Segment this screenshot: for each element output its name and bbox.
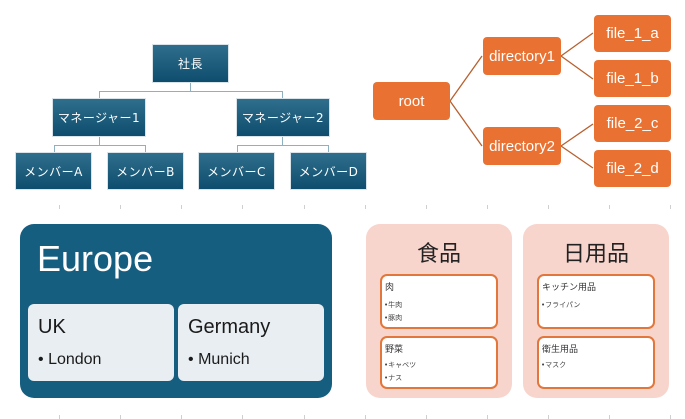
city-list-item: • Munich bbox=[188, 351, 250, 369]
ruler-tick bbox=[426, 205, 427, 209]
ruler-tick bbox=[181, 415, 182, 419]
org-connector bbox=[99, 137, 100, 146]
org-connector bbox=[282, 91, 283, 99]
tree-connector bbox=[560, 55, 594, 80]
tree-node-directory1[interactable]: directory1 bbox=[483, 37, 561, 75]
subcategory-item: •豚肉 bbox=[384, 314, 403, 322]
org-connector bbox=[99, 91, 283, 92]
tree-node-root[interactable]: root bbox=[373, 82, 450, 120]
tree-node-label: directory2 bbox=[489, 137, 555, 155]
category-card-daily-goods[interactable]: 日用品 キッチン用品 •フライパン 衛生用品 •マスク bbox=[523, 224, 669, 398]
tree-node-label: root bbox=[398, 92, 425, 110]
org-node-label: メンバーD bbox=[298, 164, 359, 179]
tree-connector bbox=[560, 123, 594, 147]
city-name: Munich bbox=[198, 351, 250, 368]
ruler-tick bbox=[120, 205, 121, 209]
ruler-tick bbox=[426, 415, 427, 419]
org-connector bbox=[282, 137, 283, 146]
org-connector bbox=[54, 145, 55, 152]
tree-node-file-1-b[interactable]: file_1_b bbox=[594, 60, 671, 97]
ruler-tick bbox=[487, 205, 488, 209]
org-connector bbox=[54, 145, 146, 146]
ruler-tick bbox=[365, 415, 366, 419]
tree-node-file-2-c[interactable]: file_2_c bbox=[594, 105, 671, 142]
category-card-food[interactable]: 食品 肉 •牛肉 •豚肉 野菜 •キャベツ •ナス bbox=[366, 224, 512, 398]
subcategory-title: 野菜 bbox=[385, 345, 404, 355]
org-node-label: メンバーA bbox=[24, 164, 83, 179]
org-connector bbox=[328, 145, 329, 152]
ruler-tick bbox=[242, 415, 243, 419]
tree-node-label: file_1_a bbox=[606, 25, 659, 42]
city-list-item: • London bbox=[38, 351, 101, 369]
city-name: London bbox=[48, 351, 102, 368]
tree-connector bbox=[449, 55, 483, 102]
tree-connector bbox=[449, 100, 483, 147]
ruler-tick bbox=[59, 205, 60, 209]
subcategory-title: 肉 bbox=[385, 283, 395, 293]
subcategory-title: 衛生用品 bbox=[542, 345, 579, 355]
org-node-president[interactable]: 社長 bbox=[152, 44, 229, 83]
org-node-label: メンバーB bbox=[116, 164, 175, 179]
org-connector bbox=[99, 91, 100, 99]
category-title: 日用品 bbox=[562, 242, 629, 267]
org-node-label: マネージャー1 bbox=[57, 111, 141, 125]
bullet-icon: • bbox=[188, 351, 194, 368]
tree-connectors bbox=[449, 32, 594, 169]
org-connector bbox=[145, 145, 146, 152]
ruler-tick bbox=[670, 415, 671, 419]
ruler-tick bbox=[609, 205, 610, 209]
category-title: 食品 bbox=[416, 242, 461, 267]
ruler-tick bbox=[304, 205, 305, 209]
tree-node-directory2[interactable]: directory2 bbox=[483, 127, 561, 165]
org-node-member-d[interactable]: メンバーD bbox=[290, 152, 367, 190]
ruler-tick bbox=[181, 205, 182, 209]
subcategory-item: •キャベツ bbox=[384, 361, 417, 369]
org-node-label: 社長 bbox=[177, 57, 203, 71]
org-node-member-c[interactable]: メンバーC bbox=[198, 152, 275, 190]
subcategory-box-kitchen[interactable]: キッチン用品 •フライパン bbox=[537, 274, 655, 329]
tree-node-label: file_2_c bbox=[606, 115, 659, 132]
ruler-tick bbox=[304, 415, 305, 419]
country-card-uk[interactable]: UK • London bbox=[28, 304, 174, 381]
tree-node-file-1-a[interactable]: file_1_a bbox=[594, 15, 671, 52]
ruler-tick bbox=[365, 205, 366, 209]
tree-connector bbox=[560, 32, 594, 57]
subcategory-item: •牛肉 bbox=[384, 301, 403, 309]
ruler-tick bbox=[242, 205, 243, 209]
org-connector bbox=[190, 83, 191, 92]
org-node-manager-1[interactable]: マネージャー1 bbox=[52, 98, 146, 137]
tree-node-label: file_2_d bbox=[606, 160, 659, 177]
subcategory-item: •ナス bbox=[384, 374, 403, 382]
country-name: Germany bbox=[188, 316, 271, 338]
europe-card[interactable]: Europe UK • London Germany • Munich bbox=[20, 224, 332, 398]
subcategory-title: キッチン用品 bbox=[542, 283, 597, 293]
tree-node-file-2-d[interactable]: file_2_d bbox=[594, 150, 671, 187]
subcategory-box-vegetables[interactable]: 野菜 •キャベツ •ナス bbox=[380, 336, 498, 389]
org-connector bbox=[237, 145, 238, 152]
ruler-tick bbox=[487, 415, 488, 419]
org-node-manager-2[interactable]: マネージャー2 bbox=[236, 98, 330, 137]
ruler-tick bbox=[120, 415, 121, 419]
country-name: UK bbox=[38, 316, 66, 338]
org-connector bbox=[237, 145, 329, 146]
bullet-icon: • bbox=[38, 351, 44, 368]
ruler-tick bbox=[670, 205, 671, 209]
country-card-germany[interactable]: Germany • Munich bbox=[178, 304, 324, 381]
tree-node-label: directory1 bbox=[489, 47, 555, 65]
ruler-tick bbox=[548, 205, 549, 209]
subcategory-item: •マスク bbox=[541, 361, 567, 369]
subcategory-box-meat[interactable]: 肉 •牛肉 •豚肉 bbox=[380, 274, 498, 329]
org-node-member-a[interactable]: メンバーA bbox=[15, 152, 92, 190]
subcategory-item: •フライパン bbox=[541, 301, 581, 309]
ruler-tick bbox=[609, 415, 610, 419]
ruler-tick bbox=[59, 415, 60, 419]
tree-connector bbox=[560, 145, 594, 169]
subcategory-box-hygiene[interactable]: 衛生用品 •マスク bbox=[537, 336, 655, 389]
org-node-member-b[interactable]: メンバーB bbox=[107, 152, 184, 190]
ruler-tick bbox=[548, 415, 549, 419]
tree-node-label: file_1_b bbox=[606, 70, 659, 87]
org-node-label: メンバーC bbox=[207, 164, 266, 179]
europe-card-title: Europe bbox=[37, 238, 154, 279]
org-node-label: マネージャー2 bbox=[241, 111, 325, 125]
